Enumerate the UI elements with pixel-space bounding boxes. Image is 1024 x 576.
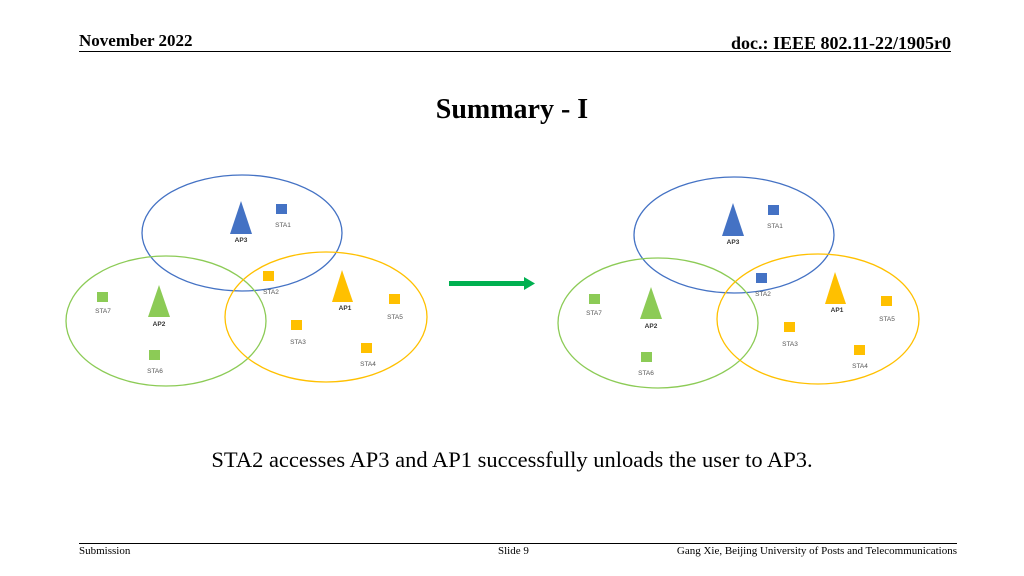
slide-caption: STA2 accesses AP3 and AP1 successfully u… <box>211 447 813 472</box>
ap3-label: AP3 <box>727 239 740 246</box>
sta5-label: STA5 <box>387 314 403 321</box>
sta5-label: STA5 <box>879 316 895 323</box>
sta4-label: STA4 <box>360 361 376 368</box>
ap3-coverage-circle <box>633 176 835 294</box>
sta6-label: STA6 <box>147 368 163 375</box>
ap1-label: AP1 <box>339 305 352 312</box>
ap1-triangle-icon <box>825 272 846 304</box>
ap1-label: AP1 <box>831 307 844 314</box>
diagram-before: AP3 STA1 STA2 AP1 STA5 STA3 STA4 STA7 AP… <box>65 174 428 387</box>
sta2-square-icon <box>263 271 274 281</box>
sta2-square-icon <box>756 273 767 283</box>
sta7-square-icon <box>97 292 108 302</box>
ap3-triangle-icon <box>722 203 744 236</box>
ap1-coverage-circle <box>224 251 428 383</box>
sta1-label: STA1 <box>275 222 291 229</box>
sta7-label: STA7 <box>95 308 111 315</box>
diagram-after: AP3 STA1 STA2 AP1 STA5 STA3 STA4 STA7 AP… <box>557 176 920 389</box>
ap3-label: AP3 <box>235 237 248 244</box>
ap1-coverage-circle <box>716 253 920 385</box>
footer-slide-number: Slide 9 <box>498 545 529 557</box>
ap2-coverage-circle <box>557 257 759 389</box>
sta5-square-icon <box>881 296 892 306</box>
ap2-triangle-icon <box>148 285 170 317</box>
sta3-label: STA3 <box>782 341 798 348</box>
sta7-square-icon <box>589 294 600 304</box>
sta2-label: STA2 <box>755 291 771 298</box>
sta4-label: STA4 <box>852 363 868 370</box>
header-date: November 2022 <box>79 31 193 50</box>
ap3-coverage-circle <box>141 174 343 292</box>
ap2-label: AP2 <box>645 323 658 330</box>
sta3-square-icon <box>291 320 302 330</box>
header-divider <box>79 51 951 52</box>
sta6-square-icon <box>641 352 652 362</box>
transition-arrow-icon <box>449 277 535 290</box>
ap2-label: AP2 <box>153 321 166 328</box>
footer-submission: Submission <box>79 545 131 557</box>
slide-title: Summary - I <box>435 94 589 125</box>
sta5-square-icon <box>389 294 400 304</box>
ap2-triangle-icon <box>640 287 662 319</box>
header-doc-id: doc.: IEEE 802.11-22/1905r0 <box>730 33 951 53</box>
sta1-square-icon <box>276 204 287 214</box>
sta6-label: STA6 <box>638 370 654 377</box>
sta4-square-icon <box>361 343 372 353</box>
footer-author: Gang Xie, Beijing University of Posts an… <box>676 545 957 557</box>
sta7-label: STA7 <box>586 310 602 317</box>
ap2-coverage-circle <box>65 255 267 387</box>
sta1-label: STA1 <box>767 223 783 230</box>
sta3-square-icon <box>784 322 795 332</box>
sta4-square-icon <box>854 345 865 355</box>
sta2-label: STA2 <box>263 289 279 296</box>
footer-divider <box>79 543 957 544</box>
sta1-square-icon <box>768 205 779 215</box>
ap1-triangle-icon <box>332 270 353 302</box>
sta6-square-icon <box>149 350 160 360</box>
ap3-triangle-icon <box>230 201 252 234</box>
sta3-label: STA3 <box>290 339 306 346</box>
